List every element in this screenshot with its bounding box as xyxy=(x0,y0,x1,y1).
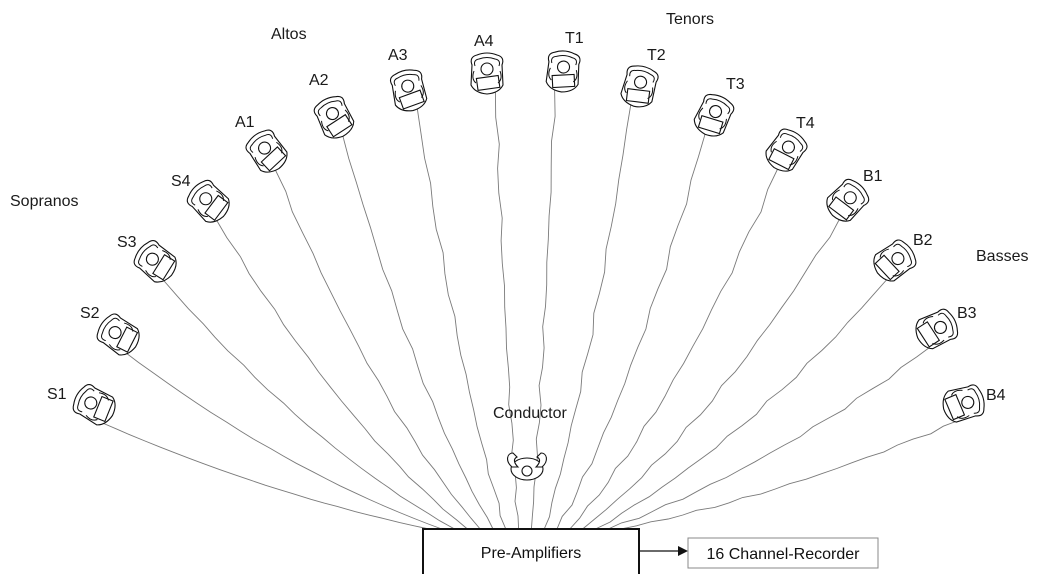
group-label-basses: Basses xyxy=(976,248,1028,265)
cable-s2 xyxy=(124,351,442,530)
singer-b2-figure xyxy=(873,239,917,282)
cable-b3 xyxy=(608,345,932,530)
singers: S1 S2 S3 S4 A1 A2 A3 xyxy=(47,30,1006,426)
cable-s4 xyxy=(215,218,468,530)
singer-s2-figure xyxy=(96,313,140,356)
preamp-label: Pre-Amplifiers xyxy=(481,545,581,562)
singer-a2-figure xyxy=(313,95,355,139)
microphone-cables xyxy=(100,88,960,530)
cable-b4 xyxy=(620,419,960,530)
singer-a1-figure xyxy=(245,129,288,173)
singer-label-a1: A1 xyxy=(235,114,255,131)
singer-label-a2: A2 xyxy=(309,72,329,89)
singer-label-s2: S2 xyxy=(80,305,100,322)
singer-label-t4: T4 xyxy=(796,115,815,132)
singer-label-s3: S3 xyxy=(117,234,137,251)
cable-a4 xyxy=(494,90,520,530)
singer-label-s4: S4 xyxy=(171,173,191,190)
cable-t2 xyxy=(543,103,632,530)
group-label-sopranos: Sopranos xyxy=(10,193,79,210)
recorder-box xyxy=(687,537,879,569)
group-label-altos: Altos xyxy=(271,26,307,43)
singer-s1-figure xyxy=(72,383,116,426)
singer-b4-figure xyxy=(942,384,985,423)
singer-a3-figure xyxy=(389,69,428,112)
cable-b2 xyxy=(595,277,889,530)
cable-a3 xyxy=(416,107,507,530)
cable-t4 xyxy=(569,167,779,530)
cable-s1 xyxy=(100,421,430,530)
cable-t3 xyxy=(556,132,706,530)
signal-arrow-head xyxy=(678,546,688,556)
singer-t2-figure xyxy=(620,65,659,108)
singer-a4-figure xyxy=(470,52,504,95)
cable-a1 xyxy=(274,168,481,530)
singer-label-t3: T3 xyxy=(726,76,745,93)
cable-b1 xyxy=(582,217,841,530)
cable-s3 xyxy=(162,278,455,530)
cable-a2 xyxy=(342,134,494,530)
singer-label-a3: A3 xyxy=(388,47,408,64)
conductor-figure xyxy=(507,452,547,481)
singer-label-a4: A4 xyxy=(474,33,494,50)
singer-label-t2: T2 xyxy=(647,47,666,64)
group-label-tenors: Tenors xyxy=(666,11,714,28)
singer-label-b1: B1 xyxy=(863,168,883,185)
singer-label-b4: B4 xyxy=(986,387,1006,404)
singer-b3-figure xyxy=(915,308,959,350)
singer-label-b2: B2 xyxy=(913,232,933,249)
singer-label-s1: S1 xyxy=(47,386,67,403)
singer-t3-figure xyxy=(693,93,735,137)
conductor-label: Conductor xyxy=(493,405,567,422)
singer-label-b3: B3 xyxy=(957,305,977,322)
singer-b1-figure xyxy=(826,178,870,222)
singer-t4-figure xyxy=(765,128,808,172)
singer-s4-figure xyxy=(186,179,230,223)
preamp-box xyxy=(422,528,640,574)
singer-t1-figure xyxy=(545,50,581,93)
recorder-label: 16 Channel-Recorder xyxy=(707,546,861,563)
singer-s3-figure xyxy=(133,240,177,283)
singer-label-t1: T1 xyxy=(565,30,584,47)
